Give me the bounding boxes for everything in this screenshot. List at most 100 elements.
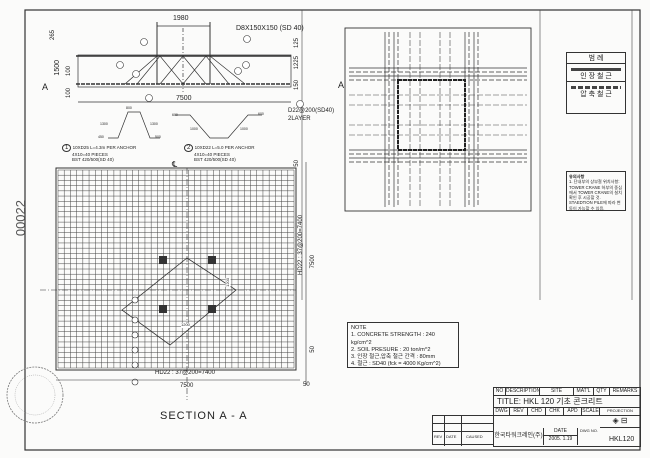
anchor-bolt <box>131 316 139 324</box>
tb-role: CHK <box>546 408 564 416</box>
bend-dim: 450 <box>98 135 104 139</box>
title-label: TITLE: <box>497 397 522 406</box>
anchor-frame <box>121 257 237 346</box>
callout-circle <box>140 38 148 46</box>
section-title: SECTION A - A <box>160 410 248 422</box>
warning-title: 유의사항 <box>569 174 585 179</box>
centerline-mark: ℄ <box>172 160 178 169</box>
anchor-2-line2: 4X10=40 PIECES <box>194 151 230 157</box>
anchor-bolt <box>131 346 139 354</box>
anchor-bolt-group <box>159 305 167 313</box>
bend-dim: 1300 <box>150 122 158 126</box>
tb-header: MAT'L <box>574 388 594 396</box>
date-label: DATE <box>544 428 578 436</box>
anchor-bolt <box>131 331 139 339</box>
legend-compression: 압 축 철 근 <box>580 91 612 98</box>
warning-text: 1. 단내부의 상부철 위치사항: TOWER CRANE 하부의 중심에서 T… <box>569 179 622 211</box>
anchor-2-spec: 2 10XD22 L=5.0 PER ANCHOR 4X10=40 PIECES… <box>184 144 255 163</box>
bend-dim: 1000 <box>240 127 248 131</box>
callout-circle <box>243 35 251 43</box>
callout-circle <box>234 67 242 75</box>
tb-role: SCALE <box>582 408 600 416</box>
tb-header: DESCRIPTION <box>506 388 540 396</box>
section-mark-left: A <box>42 82 49 92</box>
sheet-border <box>24 9 641 451</box>
dim-265: 265 <box>50 30 56 41</box>
notes-title: NOTE <box>351 325 367 331</box>
plan-bottom-rebar-dim: HD22 : 37@200=7400 <box>155 370 215 376</box>
title-block: NO DESCRIPTION SITE MAT'L QTY REMARKS TI… <box>493 387 641 447</box>
section-mark-right: A <box>338 80 345 90</box>
legend-tension: 인 장 철 근 <box>567 71 625 82</box>
detail-outline <box>344 27 532 212</box>
rev-header: CAUSED <box>466 434 483 439</box>
bottom-rebar-label: D22@200(SD40) <box>288 108 335 114</box>
dim-100-b: 100 <box>66 88 72 99</box>
tb-role: APD <box>564 408 582 416</box>
callout-circles <box>116 35 304 108</box>
note-item: 3. 인장 철근,압축 철근 간격 : 80mm <box>351 354 436 361</box>
rev-header: REV <box>434 434 443 439</box>
anchor-bolt-group <box>208 256 216 264</box>
stamp-seal <box>6 366 64 424</box>
anchor-2-line1: 10XD22 L=5.0 PER ANCHOR <box>194 145 255 150</box>
bend-dim: 1000 <box>190 127 198 131</box>
warning-box: 유의사항 1. 단내부의 상부철 위치사항: TOWER CRANE 하부의 중… <box>566 171 626 211</box>
compression-line-sample <box>571 86 621 89</box>
anchor-2-line3: BST 420/500(SD 40) <box>194 157 236 163</box>
dim-1980: 1980 <box>173 15 189 22</box>
legend-box: 범 례 인 장 철 근 압 축 철 근 <box>566 52 626 114</box>
bend-dim: 600 <box>172 113 178 117</box>
projection-symbol-icon: ◈ ⊟ <box>600 416 640 428</box>
dwg-no: HKL120 <box>609 436 635 443</box>
plan-bottom-dim: 7500 <box>180 383 194 389</box>
bend-dim: 600 <box>258 112 264 116</box>
note-item: 2. SOIL PRESURE : 20 ton/m^2 <box>351 346 431 353</box>
tb-header: SITE <box>540 388 574 396</box>
note-item: 1. CONCRETE STRENGTH : 240 kg/cm^2 <box>351 332 435 346</box>
anchor-bolt-group <box>159 256 167 264</box>
detail-core-frame <box>397 79 466 151</box>
tb-role: DWG <box>494 408 510 416</box>
callout-circle <box>242 61 250 69</box>
bend-dim: 800 <box>126 106 132 110</box>
tb-header: NO <box>494 388 506 396</box>
bend-dim: 500 <box>155 135 161 139</box>
dwg-no-label: DWG NO. <box>580 428 598 433</box>
rebar-detail-plan <box>344 27 532 212</box>
tb-header: QTY <box>594 388 610 396</box>
dim-1225: 1225 <box>294 56 300 70</box>
dim-125: 125 <box>294 38 300 49</box>
callout-circle <box>116 61 124 69</box>
dim-50-top: 50 <box>294 160 300 167</box>
anchor-bolt-group <box>208 305 216 313</box>
anchor-1-spec: 1 10XD25 L=4.3m PER ANCHOR 4X10=40 PIECE… <box>62 144 137 162</box>
anchor-2-number: 2 <box>184 144 194 152</box>
anchor-bolt <box>131 361 139 369</box>
tb-role: CHD <box>528 408 546 416</box>
notes-box: NOTE 1. CONCRETE STRENGTH : 240 kg/cm^2 … <box>347 322 459 368</box>
dim-1500: 1500 <box>54 60 61 76</box>
plan-right-dim: 7500 <box>310 255 316 269</box>
anchor-1-number: 1 <box>62 144 72 152</box>
anchor-bolt <box>131 296 139 304</box>
plan-outline <box>55 167 297 371</box>
dim-50-side: 50 <box>310 346 316 353</box>
anchor-bolt <box>131 378 139 386</box>
anchor-1-line1: 10XD25 L=4.3m PER ANCHOR <box>72 145 137 150</box>
note-item: 4. 철근 : SD40 (fck = 4000 Kg/cm^2) <box>351 361 441 368</box>
tb-title-row: TITLE: HKL 120 기초 콘크리트 <box>494 396 640 408</box>
bottom-rebar-layer: 2LAYER <box>288 116 311 122</box>
bend-dim: 1300 <box>100 122 108 126</box>
drawing-title: HKL 120 기초 콘크리트 <box>523 397 603 406</box>
dim-50-bottom: 50 <box>303 382 310 388</box>
tension-line-sample <box>571 68 621 71</box>
sheet-side-number: 00022 <box>13 200 28 237</box>
dim-150: 150 <box>294 80 300 91</box>
plan-grid <box>40 162 307 400</box>
revision-table: REV DATE CAUSED <box>432 415 493 446</box>
inner-dim: 1200 <box>225 278 231 287</box>
rev-header: DATE <box>446 434 457 439</box>
tb-role: REV <box>510 408 528 416</box>
